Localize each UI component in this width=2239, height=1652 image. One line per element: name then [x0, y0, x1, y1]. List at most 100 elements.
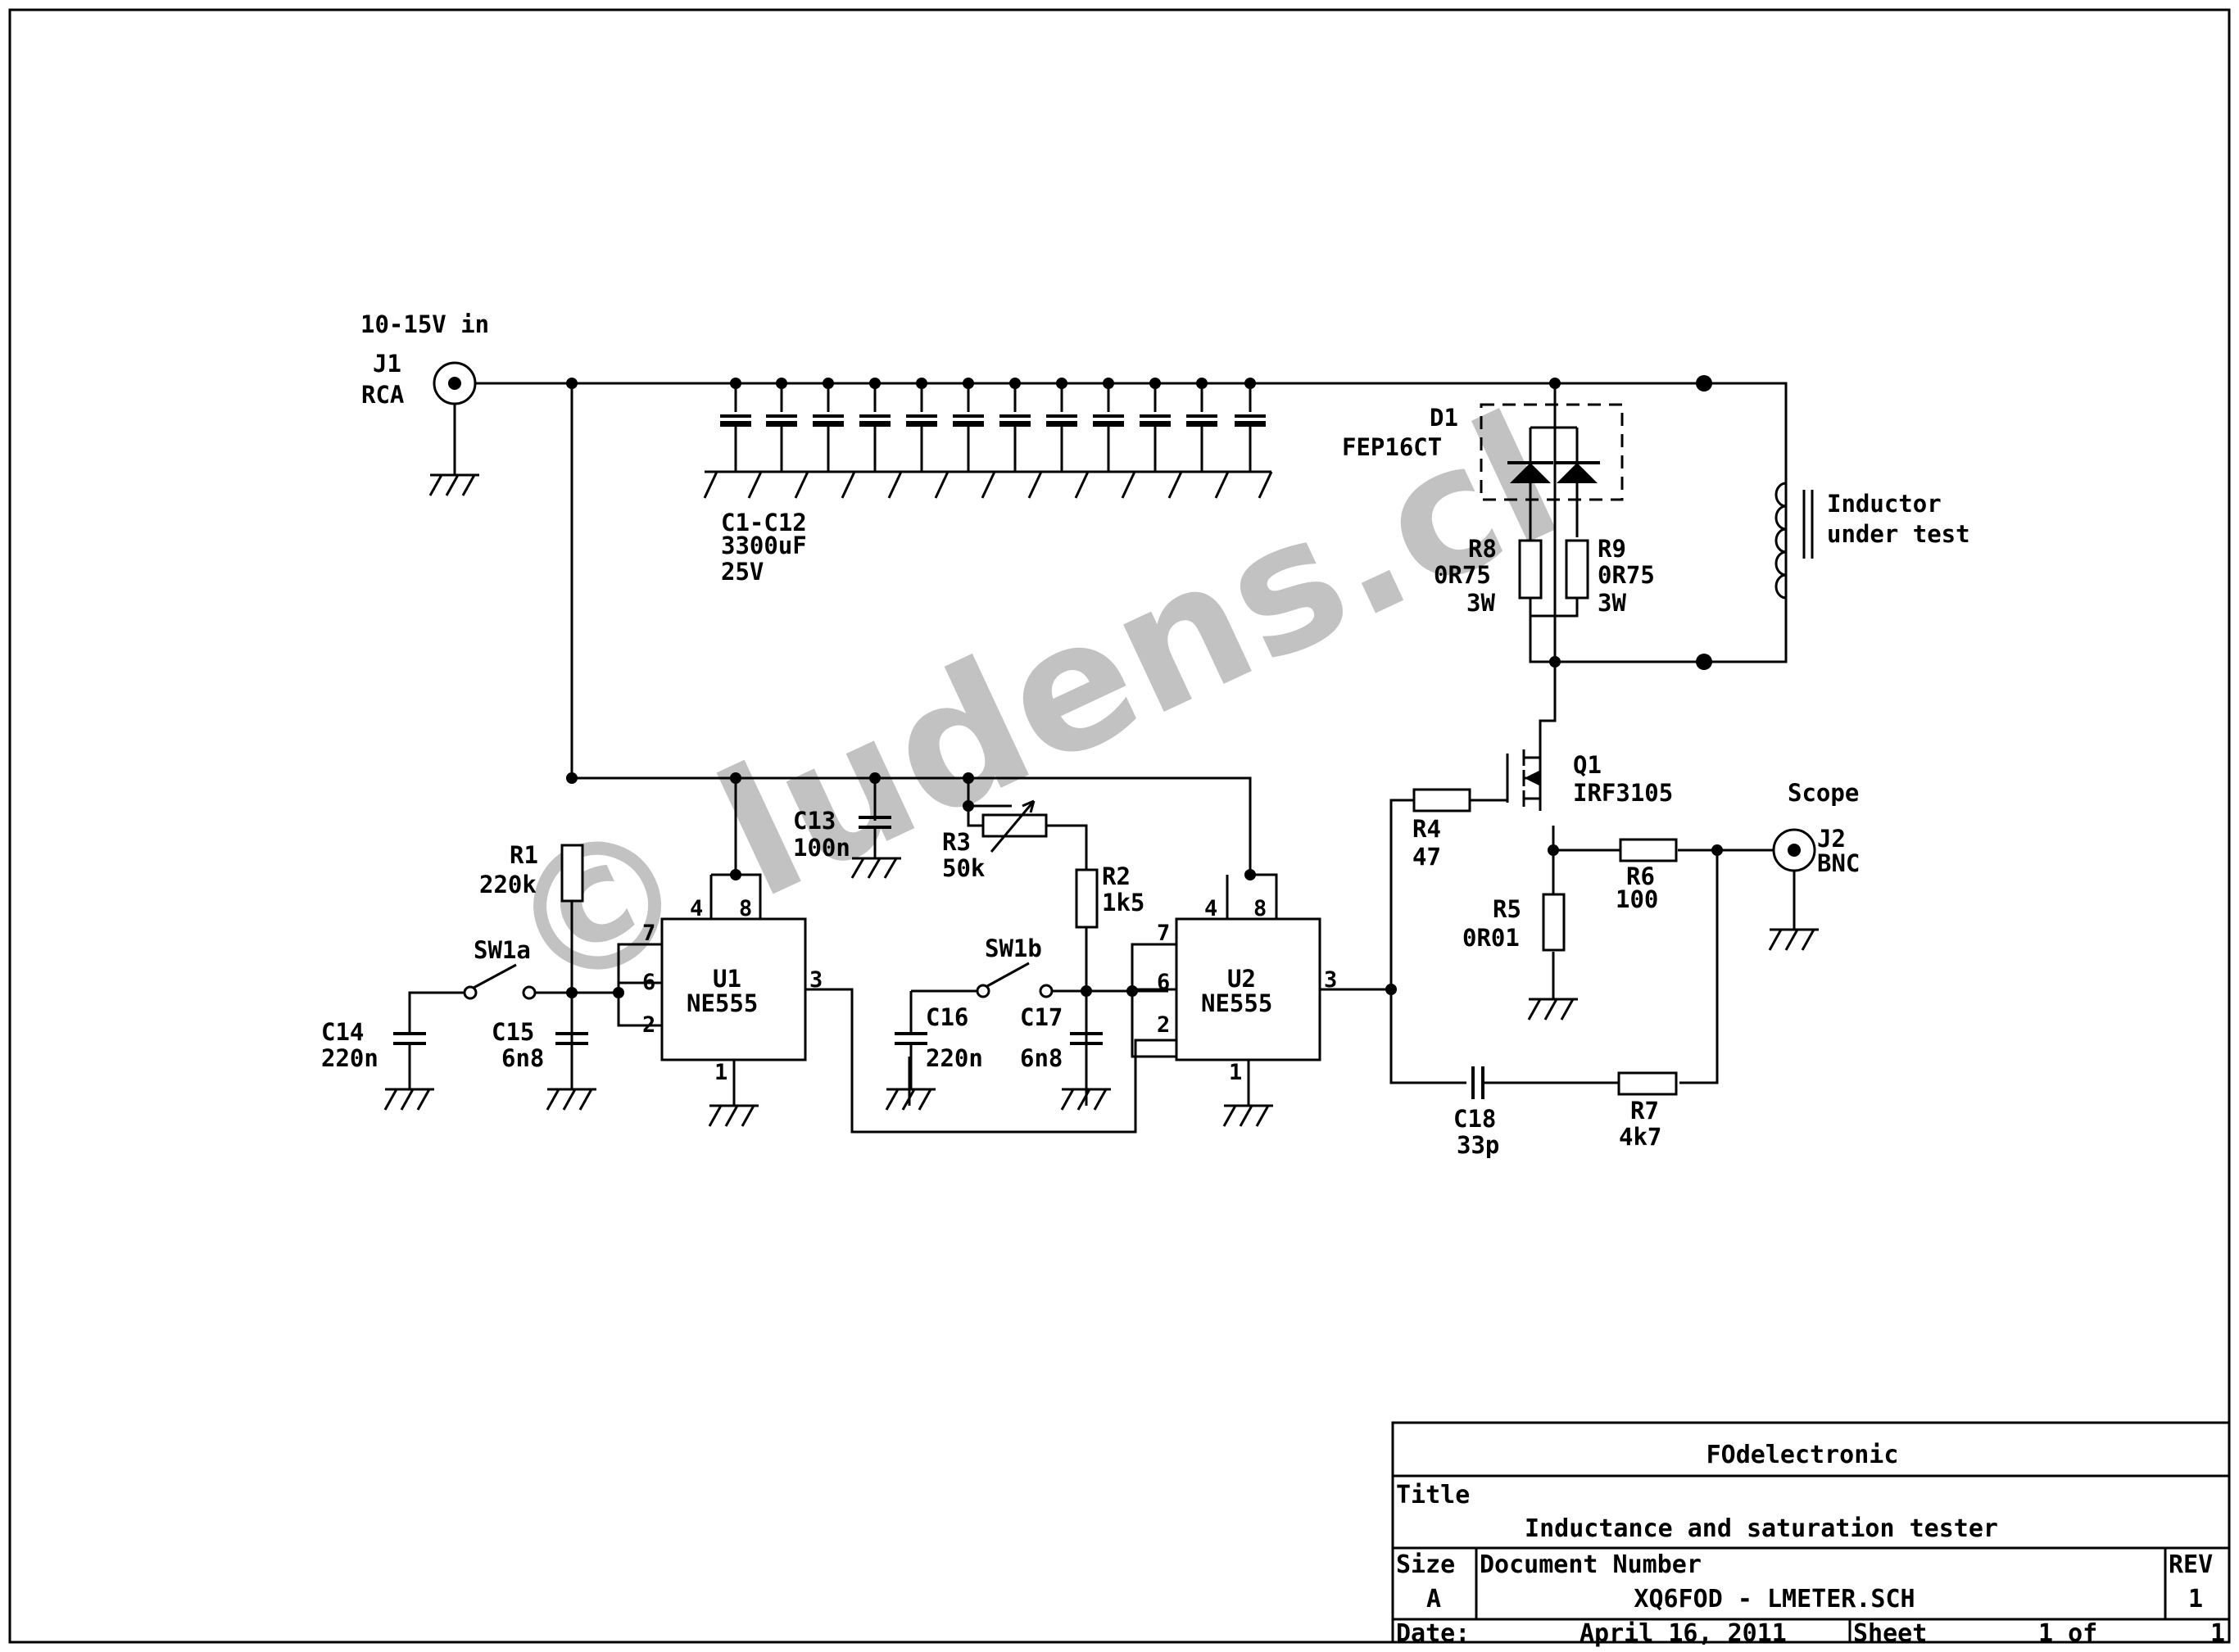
label-r8-pwr: 3W — [1466, 589, 1495, 617]
label-r4-val: 47 — [1412, 843, 1441, 871]
title-block-sheet-label: Sheet — [1853, 1619, 1927, 1648]
bnc-connector-j2 — [1717, 828, 1820, 952]
label-c17-val: 6n8 — [1020, 1044, 1063, 1072]
title-block: FOdelectronic Title Inductance and satur… — [1391, 1421, 2231, 1648]
label-c13: C13 — [793, 807, 836, 835]
label-c17: C17 — [1020, 1003, 1063, 1031]
label-u2: U2 — [1227, 965, 1256, 993]
u1-pin6: 6 — [642, 970, 655, 995]
ic-u2-ne555 — [1175, 917, 1321, 1061]
diode-d1 — [1480, 403, 1624, 537]
label-c18: C18 — [1453, 1105, 1496, 1133]
u2-pin8: 8 — [1253, 896, 1267, 921]
label-r3: R3 — [942, 828, 971, 856]
resistor-r6 — [1619, 838, 1678, 862]
title-block-date: April 16, 2011 — [1580, 1619, 1787, 1648]
label-r2-val: 1k5 — [1102, 889, 1144, 917]
u1-pin2: 2 — [642, 1012, 655, 1038]
label-r3-val: 50k — [942, 854, 985, 882]
label-j2-type: BNC — [1817, 849, 1860, 877]
resistor-r8 — [1518, 539, 1543, 600]
label-r7: R7 — [1630, 1097, 1659, 1125]
potentiometer-r3 — [967, 799, 1048, 853]
label-vin: 10-15V in — [360, 310, 489, 338]
switch-sw1a — [410, 963, 537, 1000]
u2-pin3: 3 — [1324, 967, 1337, 993]
title-block-size: A — [1426, 1585, 1441, 1614]
title-block-size-label: Size — [1396, 1550, 1455, 1579]
u2-pin6: 6 — [1157, 970, 1170, 995]
label-r6-val: 100 — [1616, 885, 1658, 913]
u2-pin7: 7 — [1157, 921, 1170, 946]
label-c15-val: 6n8 — [501, 1044, 544, 1072]
title-block-docnum-label: Document Number — [1480, 1550, 1702, 1579]
title-block-rev: 1 — [2188, 1585, 2203, 1614]
label-c14-val: 220n — [321, 1044, 378, 1072]
label-c18-val: 33p — [1457, 1131, 1499, 1159]
u2-pin1: 1 — [1229, 1060, 1242, 1085]
label-r1-val: 220k — [479, 871, 537, 898]
u2-pin4: 4 — [1204, 896, 1217, 921]
label-c13-val: 100n — [793, 834, 850, 862]
capacitor-c16 — [895, 991, 927, 1089]
label-j2: J2 — [1817, 825, 1846, 853]
u1-pin8: 8 — [739, 896, 752, 921]
label-d1-val: FEP16CT — [1342, 433, 1442, 461]
label-u1: U1 — [713, 965, 741, 993]
label-c16-val: 220n — [926, 1044, 983, 1072]
resistor-r4 — [1412, 788, 1471, 812]
title-block-sheet: 1 of — [2038, 1619, 2097, 1648]
u2-pin2: 2 — [1157, 1012, 1170, 1038]
u1-pin1: 1 — [714, 1060, 727, 1085]
label-r7-val: 4k7 — [1619, 1123, 1661, 1151]
resistor-r2 — [1075, 868, 1099, 929]
label-r8: R8 — [1468, 535, 1497, 563]
label-j1: J1 — [373, 350, 401, 378]
u1-pin7: 7 — [642, 921, 655, 946]
title-block-rev-label: REV — [2169, 1550, 2213, 1579]
label-q1: Q1 — [1573, 751, 1602, 779]
title-block-title: Inductance and saturation tester — [1525, 1514, 1998, 1543]
label-sw1b: SW1b — [985, 935, 1042, 962]
label-j1-type: RCA — [361, 381, 404, 409]
label-inductor-2: under test — [1827, 520, 1970, 548]
label-r5-val: 0R01 — [1462, 924, 1520, 952]
label-caps-val: 3300uF — [721, 532, 807, 559]
capacitor-bank-c1-c12 — [703, 382, 1273, 499]
label-u1-val: NE555 — [687, 989, 758, 1017]
resistor-r9 — [1565, 539, 1589, 600]
title-block-title-label: Title — [1396, 1481, 1470, 1509]
label-r1: R1 — [510, 841, 538, 869]
title-block-docnum: XQ6FOD - LMETER.SCH — [1634, 1585, 1915, 1614]
label-r8-val: 0R75 — [1434, 561, 1491, 589]
title-block-sheet-total: 1 — [2210, 1619, 2225, 1648]
u1-pin3: 3 — [809, 967, 823, 993]
component-labels: 10-15V in J1 RCA C1-C12 3300uF 25V D1 FE… — [321, 310, 1970, 1159]
pin-numbers: 4 8 7 6 2 3 1 4 8 7 6 2 3 1 — [642, 896, 1337, 1085]
label-c15: C15 — [492, 1018, 534, 1046]
title-block-date-label: Date: — [1396, 1619, 1470, 1648]
label-u2-val: NE555 — [1201, 989, 1272, 1017]
label-r5: R5 — [1493, 895, 1521, 923]
label-r2: R2 — [1102, 862, 1131, 890]
switch-sw1b — [911, 962, 1054, 998]
label-caps-volt: 25V — [721, 558, 764, 586]
ic-u1-ne555 — [660, 917, 807, 1061]
label-r9-val: 0R75 — [1598, 561, 1655, 589]
label-caps-ref: C1-C12 — [721, 509, 807, 536]
capacitor-c18 — [1471, 1066, 1484, 1099]
resistor-r7 — [1617, 1071, 1678, 1096]
label-sw1a: SW1a — [474, 936, 531, 964]
u1-pin4: 4 — [690, 896, 703, 921]
label-c14: C14 — [321, 1018, 364, 1046]
resistor-r5 — [1542, 893, 1566, 952]
label-scope: Scope — [1788, 779, 1859, 807]
mosfet-q1 — [1506, 745, 1542, 811]
sheet-border — [8, 8, 2231, 1644]
label-c16: C16 — [926, 1003, 968, 1031]
capacitor-c13 — [850, 778, 901, 879]
label-r4: R4 — [1412, 815, 1441, 843]
resistor-r1 — [560, 844, 584, 903]
label-inductor-1: Inductor — [1827, 490, 1942, 518]
